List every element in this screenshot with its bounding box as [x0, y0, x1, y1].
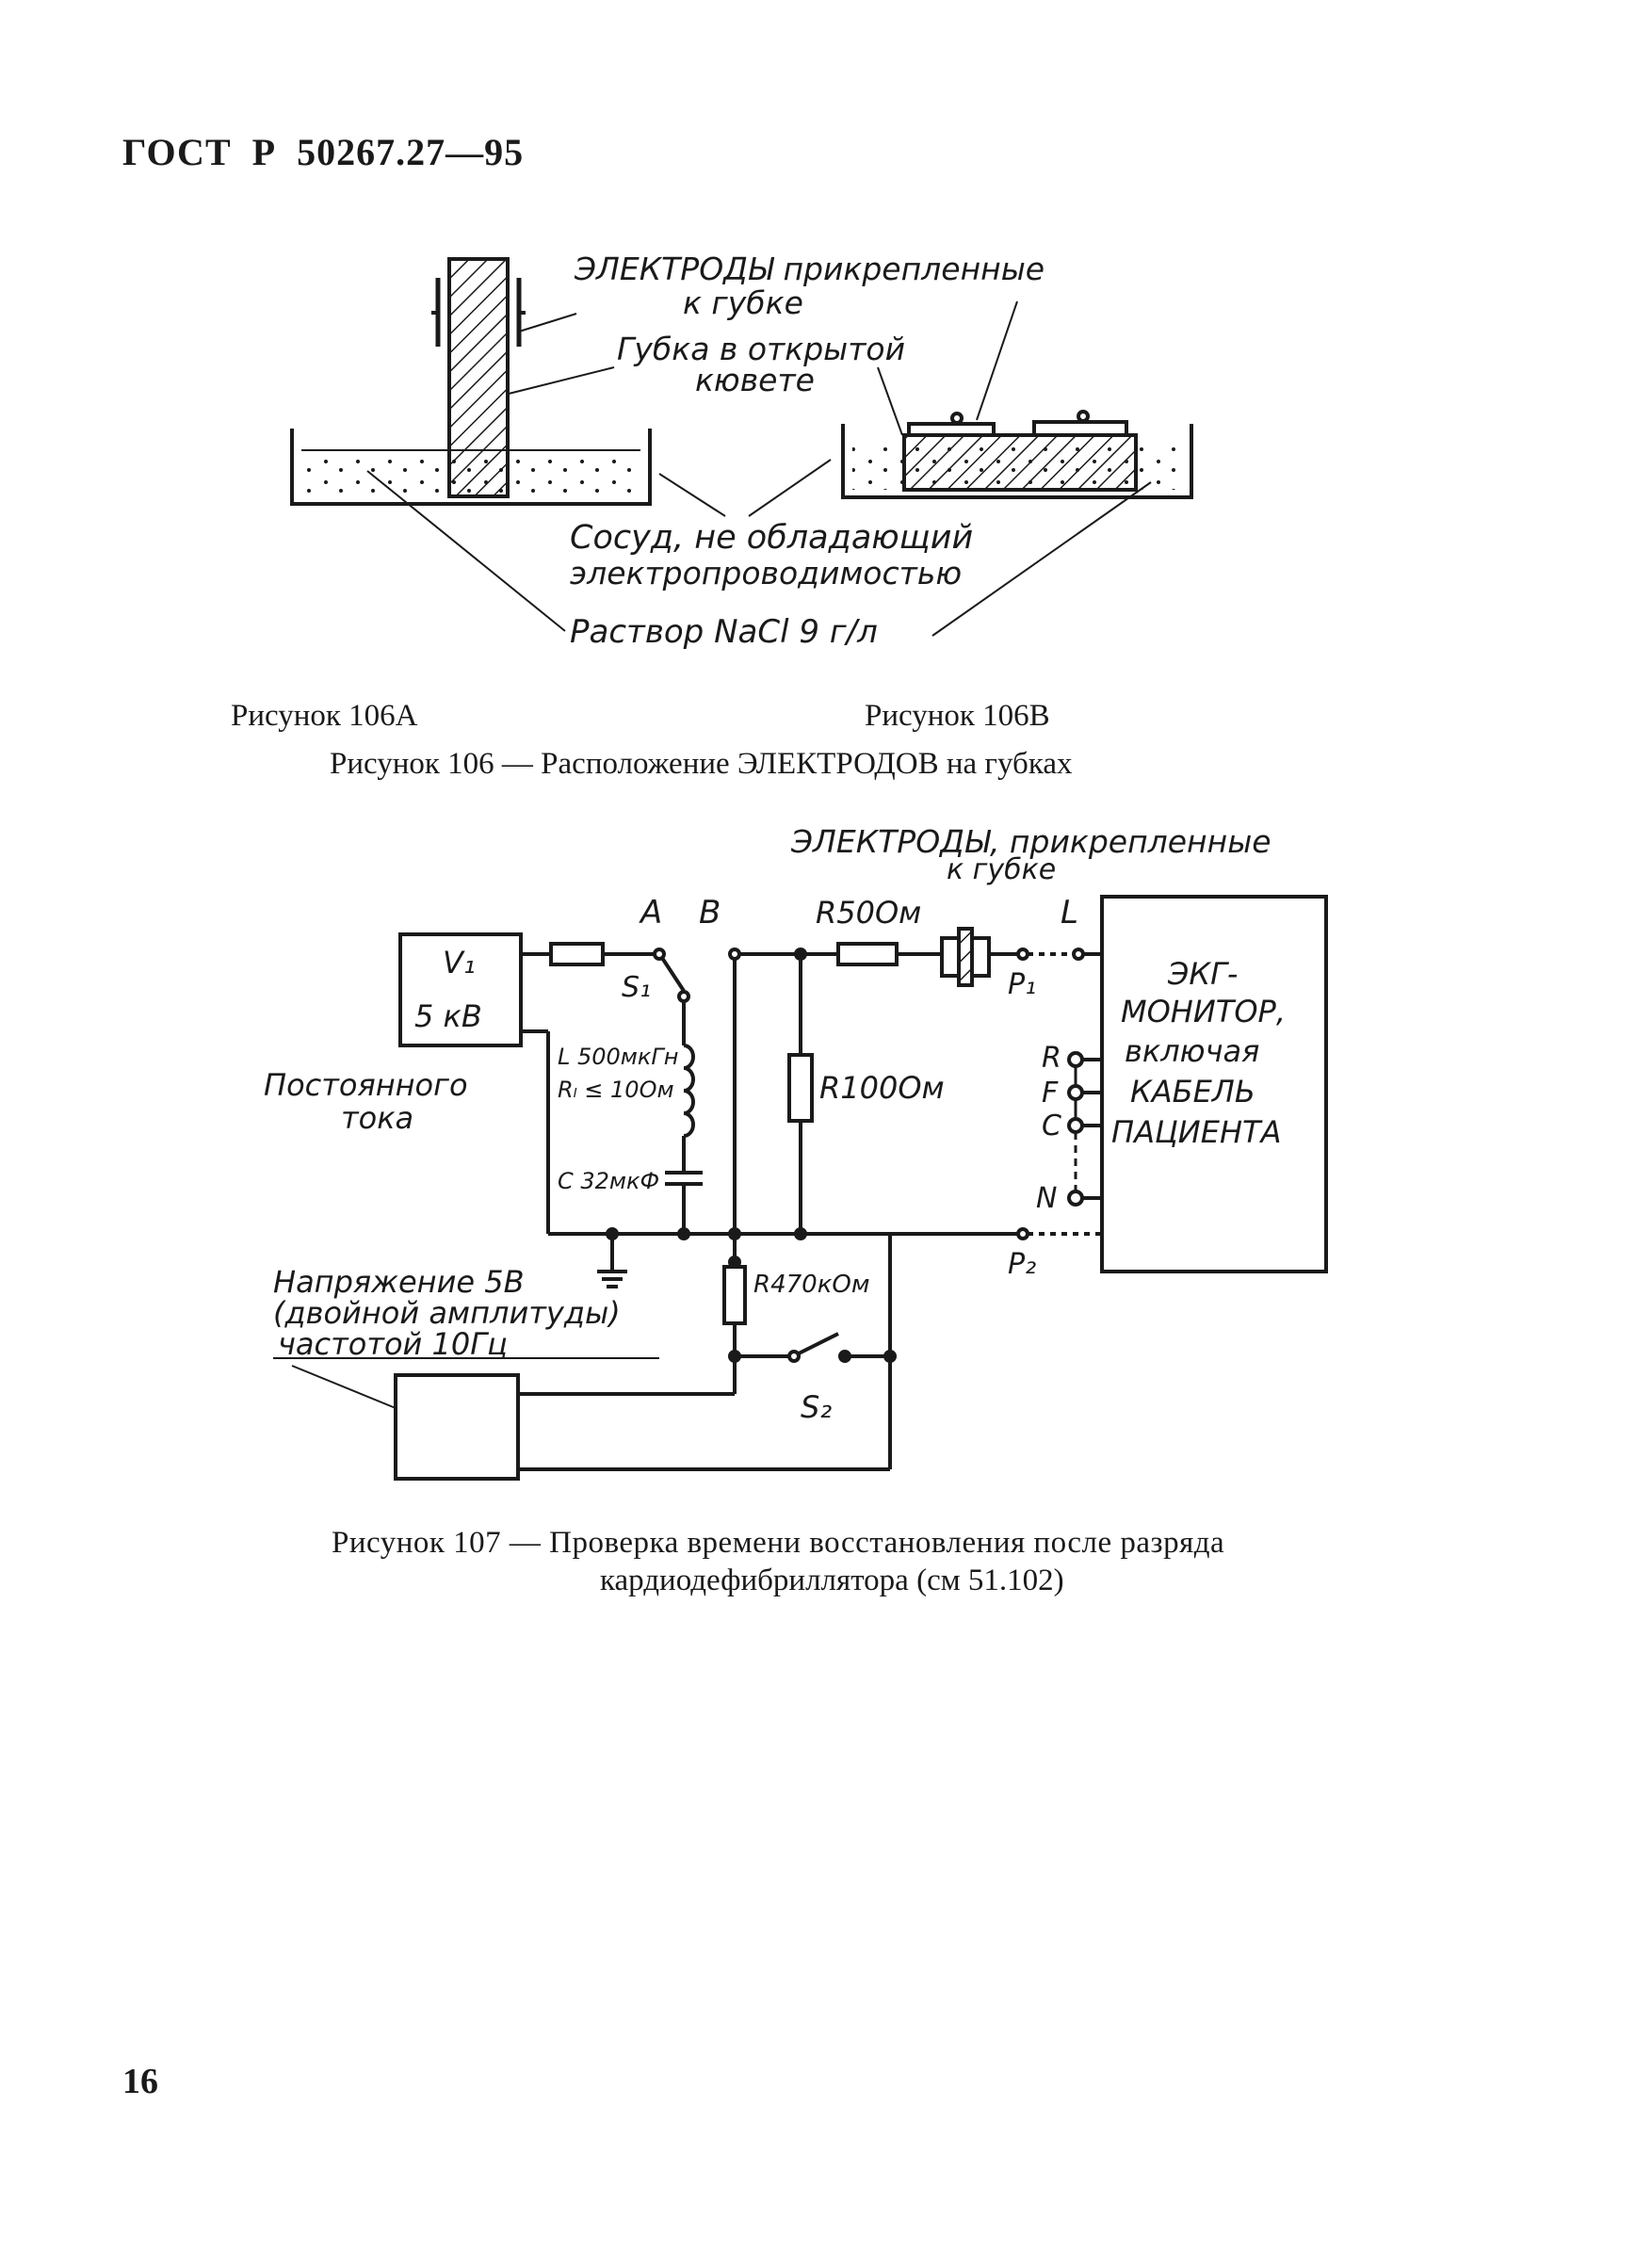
page-number: 16	[122, 2062, 158, 2101]
header-letter: Р	[251, 131, 277, 173]
lead-n-label: N	[1036, 1182, 1057, 1215]
lead-n-terminal	[1067, 1190, 1084, 1207]
figure-106b	[841, 300, 1193, 499]
caption-107-line1: Рисунок 107 — Проверка времени восстанов…	[332, 1526, 1225, 1560]
terminal-l	[1072, 948, 1085, 961]
p1-label: P₁	[1008, 968, 1036, 1001]
node-a	[653, 948, 666, 961]
node-b-label: B	[699, 894, 721, 932]
monitor-line1: ЭКГ-	[1167, 956, 1238, 992]
leader-lines-106	[366, 459, 1152, 637]
electrode-b1	[907, 422, 996, 437]
node-a-label: A	[639, 894, 662, 932]
inductor	[683, 1044, 695, 1138]
vessel-a	[290, 429, 652, 506]
source-v1	[398, 932, 523, 1047]
inductor-label-line1: L 500мкГн	[558, 1044, 678, 1070]
s1-label: S₁	[622, 971, 651, 1004]
monitor-line3: включая	[1125, 1033, 1259, 1069]
voltage-label-line2: (двойной амплитуды)	[273, 1295, 621, 1331]
lead-f-label: F	[1042, 1077, 1059, 1110]
electrodes-label-107-line2: к губке	[947, 853, 1056, 886]
vessel-b	[841, 424, 1193, 499]
lead-r-label: R	[1042, 1042, 1061, 1075]
r470-label: R470кОм	[753, 1271, 869, 1299]
lead-r-terminal	[1067, 1051, 1084, 1068]
voltage-label-line1: Напряжение 5В	[273, 1264, 525, 1300]
v1-label: V₁	[443, 945, 476, 980]
voltage-label-line3: частотой 10Гц	[278, 1326, 508, 1362]
resistor-r470k	[722, 1265, 747, 1325]
r100-label: R100Ом	[819, 1070, 945, 1106]
caption-106: Рисунок 106 — Расположение ЭЛЕКТРОДОВ на…	[330, 747, 1073, 781]
sponge-b	[902, 433, 1138, 492]
vessel-label-line1: Сосуд, не обладающий	[570, 519, 973, 557]
switch-s2	[798, 1332, 839, 1355]
generator-box	[394, 1373, 520, 1481]
node-b	[728, 948, 741, 961]
caption-106a: Рисунок 106A	[231, 699, 418, 733]
monitor-line2: МОНИТОР,	[1121, 994, 1286, 1029]
monitor-line4: КАБЕЛЬ	[1130, 1074, 1255, 1110]
electrode-b2	[1032, 420, 1128, 437]
v1-value: 5 кВ	[414, 998, 482, 1034]
labels-107: ЭЛЕКТРОДЫ, прикрепленные к губке A B L V…	[264, 823, 1286, 1425]
resistor-r50	[836, 942, 899, 966]
capacitor-label: C 32мкФ	[558, 1168, 659, 1194]
terminal-p1	[1016, 948, 1029, 961]
r50-label: R50Ом	[816, 895, 921, 931]
electrode-assembly-2	[970, 936, 991, 978]
lead-c-label: C	[1042, 1110, 1061, 1142]
header-standard: ГОСТ	[122, 131, 232, 173]
switch-s2-contact	[787, 1350, 801, 1363]
page-header: ГОСТ Р 50267.27—95	[122, 130, 544, 174]
ecg-monitor-box	[1100, 895, 1328, 1273]
s2-label: S₂	[801, 1389, 832, 1425]
electrodes-label-107-line1: ЭЛЕКТРОДЫ, прикрепленные	[790, 823, 1271, 860]
sponge-label-line1: Губка в открытой	[617, 331, 905, 367]
lead-f-terminal	[1067, 1084, 1084, 1101]
terminal-p2	[1016, 1227, 1029, 1240]
resistor-top-left	[549, 942, 605, 966]
node-l-label: L	[1061, 894, 1078, 932]
dc-label-line1: Постоянного	[264, 1067, 468, 1103]
header-number: 50267.27—95	[297, 131, 525, 173]
electrodes-label-106-line2: к губке	[683, 284, 803, 321]
circuit-107	[273, 895, 1328, 1481]
monitor-line5: ПАЦИЕНТА	[1111, 1114, 1281, 1150]
sponge-a	[447, 257, 510, 498]
figure-106a	[290, 257, 652, 506]
labels-106: ЭЛЕКТРОДЫ прикрепленные к губке Губка в …	[570, 251, 1045, 651]
sponge-label-line2: кювете	[695, 362, 815, 398]
resistor-r100	[787, 1053, 814, 1123]
sponge-107	[957, 927, 974, 987]
caption-107-line2: кардиодефибриллятора (см 51.102)	[600, 1563, 1064, 1597]
dc-label-line2: тока	[341, 1100, 413, 1136]
switch-s1	[660, 956, 686, 993]
p2-label: P₂	[1008, 1248, 1036, 1281]
vessel-label-line2: электропроводимостью	[570, 555, 962, 591]
solution-label: Раствор NaCl 9 г/л	[570, 613, 878, 651]
electrodes-label-106-line1: ЭЛЕКТРОДЫ прикрепленные	[574, 251, 1045, 287]
electrode-assembly-1	[940, 936, 961, 978]
caption-106b: Рисунок 106B	[865, 699, 1050, 733]
lead-c-terminal	[1067, 1117, 1084, 1134]
inductor-label-line2: Rₗ ≤ 10Ом	[558, 1077, 674, 1103]
